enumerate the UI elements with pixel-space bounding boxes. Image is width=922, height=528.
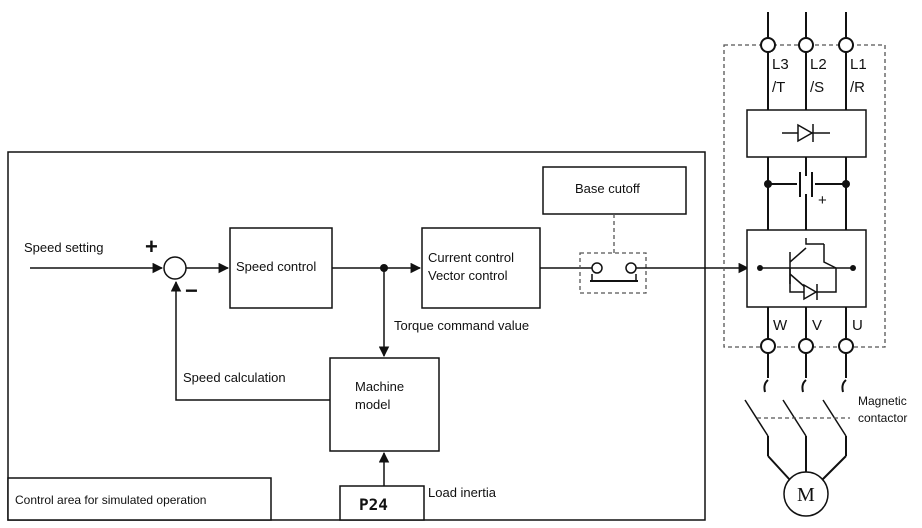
base-cutoff-label: Base cutoff bbox=[575, 181, 640, 196]
terminal-v bbox=[798, 338, 814, 354]
out-label-bg-u bbox=[849, 312, 871, 334]
load-inertia-label: Load inertia bbox=[428, 485, 497, 500]
capacitor-polarity: + bbox=[818, 192, 827, 209]
machine-model-block bbox=[329, 357, 440, 452]
contactor-label-1: Magnetic bbox=[858, 394, 907, 408]
motor-label: M bbox=[797, 484, 815, 506]
terminal-label-bg-l2 bbox=[809, 52, 841, 96]
terminal-w-label: W bbox=[773, 317, 788, 334]
igbt-node-right bbox=[850, 265, 856, 271]
terminal-r-label: /R bbox=[850, 79, 865, 96]
base-cutoff-block bbox=[542, 166, 687, 215]
contactor-blade-w bbox=[744, 399, 769, 437]
terminal-l1-label: L1 bbox=[850, 56, 867, 73]
terminal-l1 bbox=[838, 37, 854, 53]
contact-top-u bbox=[841, 379, 847, 393]
dc-bus-node-left bbox=[764, 180, 772, 188]
p24-parameter-label: P24 bbox=[359, 495, 388, 514]
summing-plus-sign: + bbox=[145, 234, 158, 259]
terminal-u-label: U bbox=[852, 317, 863, 334]
terminal-v-label: V bbox=[812, 317, 822, 334]
terminal-label-bg-l3 bbox=[771, 52, 801, 96]
terminal-u bbox=[838, 338, 854, 354]
terminal-l2 bbox=[798, 37, 814, 53]
summing-junction bbox=[163, 256, 187, 280]
contact-top-v bbox=[801, 379, 807, 393]
switch-contact-right bbox=[625, 262, 637, 274]
machine-model-label-2: model bbox=[355, 397, 391, 412]
control-area-label: Control area for simulated operation bbox=[15, 493, 206, 507]
terminal-w bbox=[760, 338, 776, 354]
capacitor-gap bbox=[797, 176, 815, 194]
vector-control-label: Vector control bbox=[428, 268, 508, 283]
igbt-right-leg bbox=[823, 244, 837, 269]
current-control-label: Current control bbox=[428, 250, 514, 265]
igbt-node-left bbox=[757, 265, 763, 271]
terminal-s-label: /S bbox=[810, 79, 824, 96]
motor-lead-w-bend bbox=[767, 455, 791, 481]
igbt-gate-symbol bbox=[805, 238, 824, 245]
dc-bus-node-right bbox=[842, 180, 850, 188]
terminal-t-label: /T bbox=[772, 79, 785, 96]
speed-feedback-line bbox=[170, 280, 330, 401]
machine-model-label-1: Machine bbox=[355, 379, 404, 394]
terminal-l3-label: L3 bbox=[772, 56, 789, 73]
motor-symbol bbox=[783, 471, 829, 517]
out-label-bg-w bbox=[771, 312, 793, 334]
freewheel-diode-icon bbox=[803, 283, 818, 301]
terminal-label-bg-l1 bbox=[849, 52, 879, 96]
speed-setting-label: Speed setting bbox=[24, 240, 104, 255]
terminal-l2-label: L2 bbox=[810, 56, 827, 73]
torque-command-label: Torque command value bbox=[394, 318, 529, 333]
base-cutoff-switch-box bbox=[579, 252, 647, 294]
speed-control-label: Speed control bbox=[236, 259, 316, 274]
switch-contact-left bbox=[591, 262, 603, 274]
summing-minus-sign: − bbox=[185, 278, 198, 303]
control-area-label-box bbox=[7, 477, 272, 521]
out-label-bg-v bbox=[809, 312, 831, 334]
rectifier-diode-icon bbox=[797, 123, 814, 143]
speed-calculation-label: Speed calculation bbox=[183, 370, 286, 385]
contact-top-w bbox=[763, 379, 769, 393]
motor-lead-u-bend bbox=[821, 455, 847, 481]
contactor-label-2: contactor bbox=[858, 411, 907, 425]
igbt-collector bbox=[789, 247, 807, 263]
terminal-l3 bbox=[760, 37, 776, 53]
p24-parameter-box bbox=[339, 485, 425, 521]
